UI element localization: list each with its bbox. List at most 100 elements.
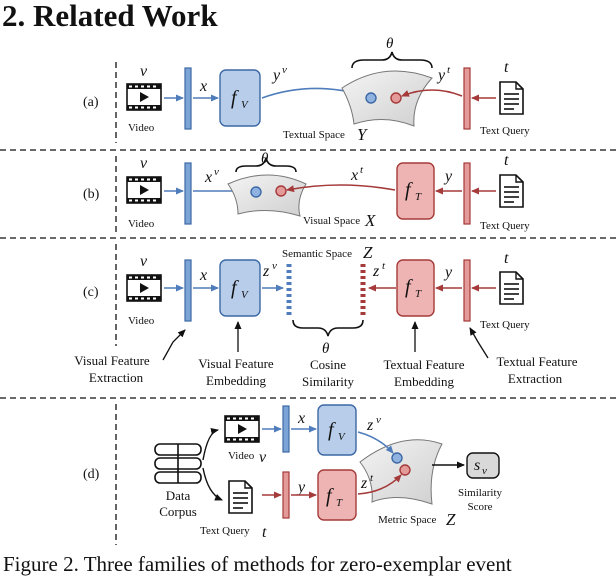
row-c: (c) v Video x f V z v Semantic Space Z z… (74, 243, 577, 389)
visual-feature-extractor (184, 67, 192, 130)
f-v-subscript: V (338, 431, 346, 443)
annotation-textual-extraction-1: Textual Feature (496, 354, 577, 369)
text-query-label: Text Query (200, 525, 250, 537)
row-d: (d) Data Corpus Video v x f V z v z t (83, 404, 503, 541)
var-x: x (199, 267, 207, 284)
var-t: t (262, 524, 267, 541)
f-v-symbol: f (328, 419, 336, 441)
video-label: Video (228, 450, 255, 462)
z-t-symbol: z (372, 263, 380, 280)
row-b-label: (b) (83, 187, 100, 202)
space-symbol-x: X (364, 211, 376, 230)
data-corpus-icon (154, 443, 202, 484)
var-v: v (140, 253, 148, 270)
pointer-arrow (162, 329, 186, 361)
score-label-1: Similarity (458, 487, 503, 499)
visual-feature-extractor (282, 405, 290, 453)
visual-space-label: Visual Space (303, 215, 360, 227)
f-v-subscript: V (241, 99, 249, 111)
annotation-textual-embedding-1: Textual Feature (383, 357, 464, 372)
x-v-sup: v (214, 166, 219, 178)
var-v: v (259, 449, 267, 466)
visual-space-sheet (227, 174, 307, 217)
pointer-arrow (469, 327, 489, 359)
f-v-box (317, 404, 357, 456)
theta-brace (292, 319, 364, 337)
video-icon (126, 83, 162, 111)
semantic-space-label: Semantic Space (282, 248, 352, 260)
z-v-sup: v (272, 260, 277, 272)
theta-c: θ (322, 341, 330, 357)
x-v-symbol: x (204, 169, 212, 186)
var-x: x (199, 78, 207, 95)
row-a: (a) v Video x f V y v θ y t Textual Spac… (83, 36, 530, 144)
annotation-cosine-2: Similarity (302, 374, 355, 389)
z-v-symbol: z (366, 417, 374, 434)
video-label: Video (128, 122, 155, 134)
text-query-label: Text Query (480, 125, 530, 137)
textual-feature-extractor (463, 67, 471, 130)
f-t-symbol: f (405, 179, 413, 201)
document-icon (499, 174, 524, 208)
annotation-textual-extraction-2: Extraction (508, 371, 563, 386)
f-v-subscript: V (241, 289, 249, 301)
text-query-label: Text Query (480, 220, 530, 232)
query-point (275, 185, 287, 197)
row-d-label: (d) (83, 467, 100, 482)
video-point (391, 452, 403, 464)
y-v-symbol: y (271, 67, 281, 84)
annotation-visual-extraction-2: Extraction (89, 370, 144, 385)
space-symbol-z: Z (363, 243, 373, 262)
row-c-label: (c) (83, 285, 99, 300)
visual-feature-extractor (184, 162, 192, 225)
annotation-visual-embedding-1: Visual Feature (198, 356, 274, 371)
var-t: t (504, 250, 509, 267)
row-a-label: (a) (83, 95, 99, 110)
query-point (390, 92, 402, 104)
document-icon (228, 480, 253, 514)
theta-b: θ (261, 151, 269, 167)
annotation-textual-embedding-2: Embedding (394, 374, 454, 389)
annotation-visual-embedding-2: Embedding (206, 373, 266, 388)
f-v-box (219, 69, 261, 127)
f-t-symbol: f (405, 276, 413, 298)
z-v-sup: v (376, 414, 381, 426)
section-heading: 2. Related Work (2, 0, 218, 33)
text-query-label: Text Query (480, 319, 530, 331)
z-v-symbol: z (262, 263, 270, 280)
video-label: Video (128, 315, 155, 327)
video-icon (126, 274, 162, 302)
f-t-subscript: T (415, 288, 422, 300)
figure-caption: Figure 2. Three families of methods for … (3, 552, 512, 576)
z-t-sup: t (370, 472, 374, 484)
textual-space-label: Textual Space (283, 129, 345, 141)
document-icon (499, 271, 524, 305)
var-v: v (140, 155, 148, 172)
f-t-box (396, 259, 435, 317)
y-v-sup: v (282, 64, 287, 76)
f-v-box (219, 259, 261, 317)
f-t-subscript: T (336, 497, 343, 509)
f-t-symbol: f (326, 485, 334, 507)
theta-a: θ (386, 36, 394, 52)
annotation-visual-extraction-1: Visual Feature (74, 353, 150, 368)
f-v-symbol: f (231, 277, 239, 299)
video-label: Video (128, 218, 155, 230)
visual-feature-extractor (184, 259, 192, 322)
corpus-label-1: Data (166, 488, 191, 503)
row-separators (0, 62, 616, 545)
similarity-score-box (466, 452, 500, 479)
z-t-symbol: z (360, 475, 368, 492)
x-t-symbol: x (350, 167, 358, 184)
z-t-sup: t (382, 260, 386, 272)
textual-space-sheet (341, 70, 433, 127)
var-y: y (296, 479, 306, 496)
var-y: y (443, 168, 453, 185)
corpus-label-2: Corpus (159, 504, 197, 519)
textual-feature-extractor (463, 259, 471, 322)
video-icon (126, 176, 162, 204)
video-point (365, 92, 377, 104)
var-x: x (297, 410, 305, 427)
f-v-symbol: f (231, 87, 239, 109)
